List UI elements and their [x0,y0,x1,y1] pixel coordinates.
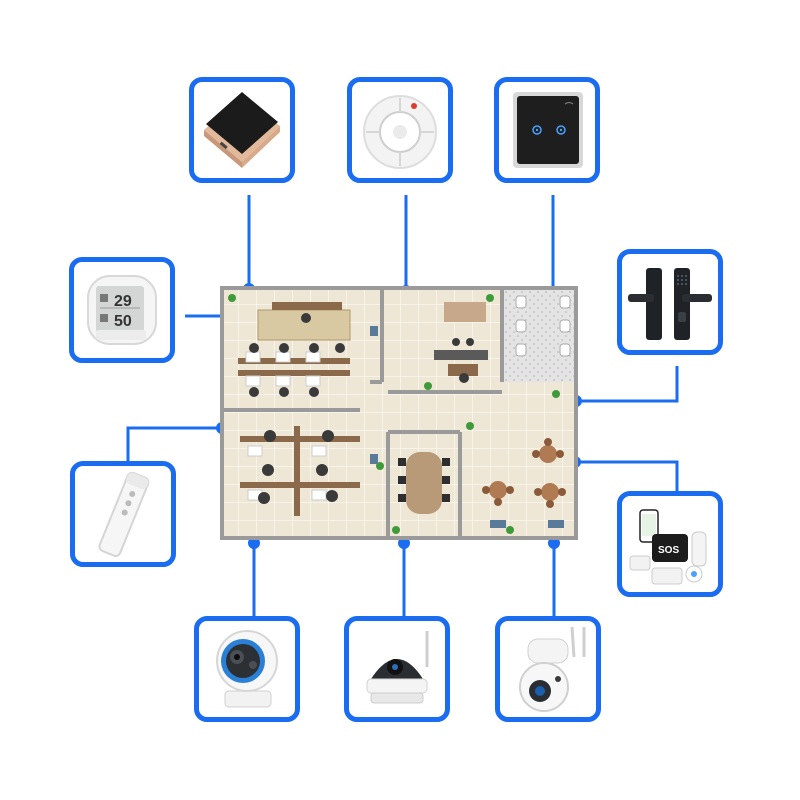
touch-light-switch-card[interactable] [494,77,600,183]
square-touch-panel-icon [204,92,280,168]
temperature-humidity-sensor-card[interactable]: 29 50 [69,257,175,363]
dome-camera-card[interactable] [344,616,450,722]
outdoor-camera-icon [519,626,586,712]
indoor-camera-card[interactable] [194,616,300,722]
door-window-sensor-card[interactable] [70,461,176,567]
smoke-detector-card[interactable] [347,77,453,183]
smart-switch-panel-card[interactable] [189,77,295,183]
temperature-readout: 29 [114,293,132,310]
smoke-detector-icon [363,95,437,169]
sos-label: SOS [658,545,679,556]
alarm-kit-card[interactable]: SOS [617,491,723,597]
door-sensor-icon [98,471,150,557]
smart-door-lock-card[interactable] [617,249,723,355]
indoor-camera-icon [216,630,278,708]
thermo-hygrometer-icon: 29 50 [87,275,157,345]
two-gang-touch-switch-icon [513,92,583,168]
humidity-readout: 50 [114,313,132,330]
outdoor-ptz-camera-card[interactable] [495,616,601,722]
alarm-kit-icon: SOS [629,509,707,585]
office-floor-plan [220,286,578,540]
dome-camera-icon [366,631,429,704]
door-lock-icon [628,268,712,340]
